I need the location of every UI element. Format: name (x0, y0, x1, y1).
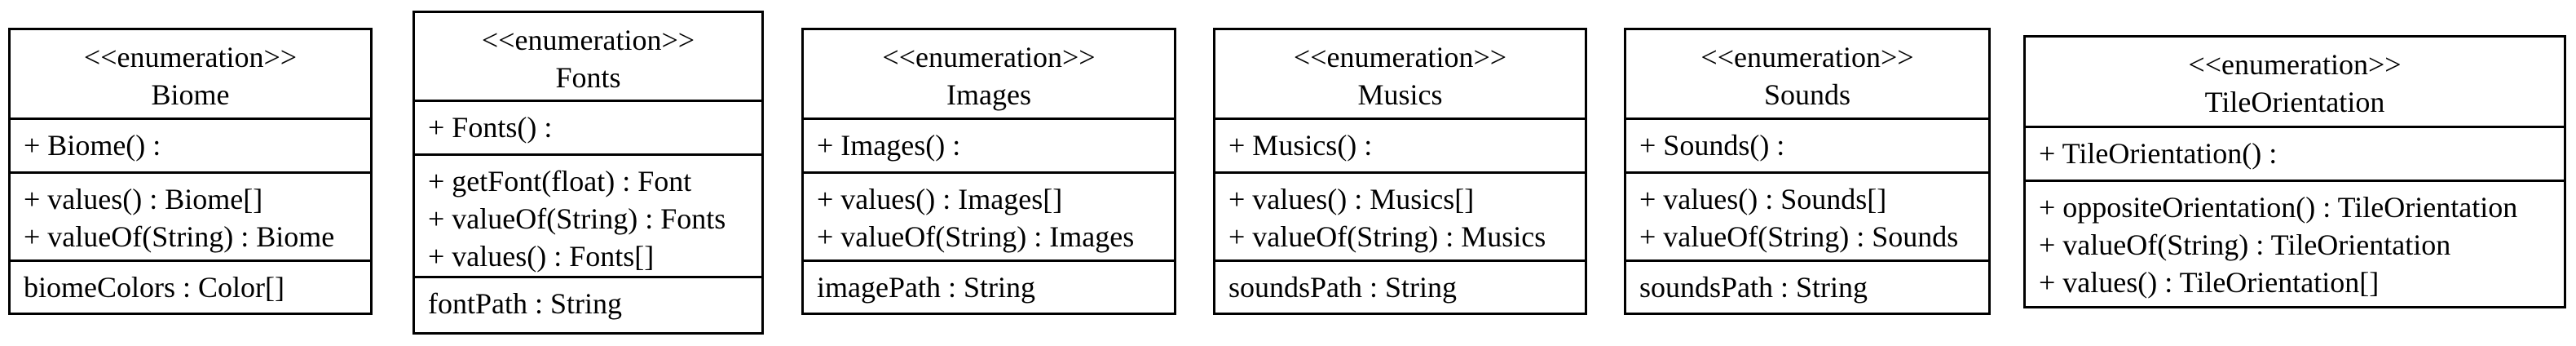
enum-header-images: <<enumeration>> Images (804, 30, 1174, 120)
class-name: TileOrientation (2204, 86, 2385, 118)
method-line: + values() : Fonts[] (428, 240, 655, 273)
constructor-compartment: + Biome() : (11, 120, 370, 174)
enum-class-sounds: <<enumeration>> Sounds + Sounds() : + va… (1624, 28, 1991, 315)
constructor-line: + TileOrientation() : (2039, 137, 2278, 170)
method-line: + valueOf(String) : Fonts (428, 202, 726, 235)
method-line: + oppositeOrientation() : TileOrientatio… (2039, 191, 2518, 224)
class-name: Images (946, 78, 1031, 111)
stereotype-label: <<enumeration>> (83, 41, 298, 73)
attribute-line: soundsPath : String (1228, 271, 1458, 304)
constructor-compartment: + Sounds() : (1626, 120, 1988, 174)
methods-compartment: + getFont(float) : Font + valueOf(String… (415, 156, 761, 278)
constructor-compartment: + Fonts() : (415, 102, 761, 156)
constructor-line: + Biome() : (24, 129, 161, 162)
enum-class-musics: <<enumeration>> Musics + Musics() : + va… (1213, 28, 1587, 315)
attributes-compartment: soundsPath : String (1626, 262, 1988, 313)
attribute-line: biomeColors : Color[] (24, 271, 285, 304)
enum-class-biome: <<enumeration>> Biome + Biome() : + valu… (8, 28, 373, 315)
stereotype-label: <<enumeration>> (1293, 41, 1507, 73)
enum-header-tileorientation: <<enumeration>> TileOrientation (2026, 38, 2564, 128)
stereotype-label: <<enumeration>> (2188, 48, 2402, 81)
constructor-compartment: + Images() : (804, 120, 1174, 174)
methods-compartment: + values() : Musics[] + valueOf(String) … (1215, 174, 1585, 262)
attributes-compartment: biomeColors : Color[] (11, 262, 370, 313)
method-line: + values() : Biome[] (24, 183, 263, 215)
method-line: + values() : Images[] (817, 183, 1063, 215)
enum-header-fonts: <<enumeration>> Fonts (415, 13, 761, 102)
method-line: + values() : Sounds[] (1639, 183, 1887, 215)
class-name: Fonts (555, 61, 621, 94)
method-line: + values() : Musics[] (1228, 183, 1475, 215)
enum-header-musics: <<enumeration>> Musics (1215, 30, 1585, 120)
attribute-line: imagePath : String (817, 271, 1035, 304)
constructor-line: + Musics() : (1228, 129, 1373, 162)
method-line: + values() : TileOrientation[] (2039, 266, 2380, 299)
class-name: Musics (1357, 78, 1443, 111)
attributes-compartment: fontPath : String (415, 278, 761, 332)
enum-class-tileorientation: <<enumeration>> TileOrientation + TileOr… (2023, 35, 2566, 308)
constructor-line: + Images() : (817, 129, 961, 162)
methods-compartment: + oppositeOrientation() : TileOrientatio… (2026, 182, 2564, 306)
constructor-compartment: + TileOrientation() : (2026, 128, 2564, 182)
class-name: Sounds (1763, 78, 1851, 111)
attribute-line: soundsPath : String (1639, 271, 1868, 304)
method-line: + valueOf(String) : Images (817, 220, 1135, 253)
attribute-line: fontPath : String (428, 287, 623, 320)
method-line: + valueOf(String) : Biome (24, 220, 335, 253)
method-line: + valueOf(String) : TileOrientation (2039, 228, 2451, 261)
attributes-compartment: imagePath : String (804, 262, 1174, 313)
enum-header-sounds: <<enumeration>> Sounds (1626, 30, 1988, 120)
method-line: + valueOf(String) : Sounds (1639, 220, 1959, 253)
constructor-line: + Sounds() : (1639, 129, 1785, 162)
stereotype-label: <<enumeration>> (481, 24, 695, 56)
class-name: Biome (151, 78, 230, 111)
constructor-compartment: + Musics() : (1215, 120, 1585, 174)
enum-header-biome: <<enumeration>> Biome (11, 30, 370, 120)
methods-compartment: + values() : Sounds[] + valueOf(String) … (1626, 174, 1988, 262)
method-line: + valueOf(String) : Musics (1228, 220, 1546, 253)
attributes-compartment: soundsPath : String (1215, 262, 1585, 313)
method-line: + getFont(float) : Font (428, 165, 692, 197)
stereotype-label: <<enumeration>> (882, 41, 1096, 73)
enum-class-images: <<enumeration>> Images + Images() : + va… (801, 28, 1176, 315)
stereotype-label: <<enumeration>> (1700, 41, 1914, 73)
methods-compartment: + values() : Images[] + valueOf(String) … (804, 174, 1174, 262)
constructor-line: + Fonts() : (428, 111, 553, 144)
enum-class-fonts: <<enumeration>> Fonts + Fonts() : + getF… (412, 11, 764, 335)
methods-compartment: + values() : Biome[] + valueOf(String) :… (11, 174, 370, 262)
